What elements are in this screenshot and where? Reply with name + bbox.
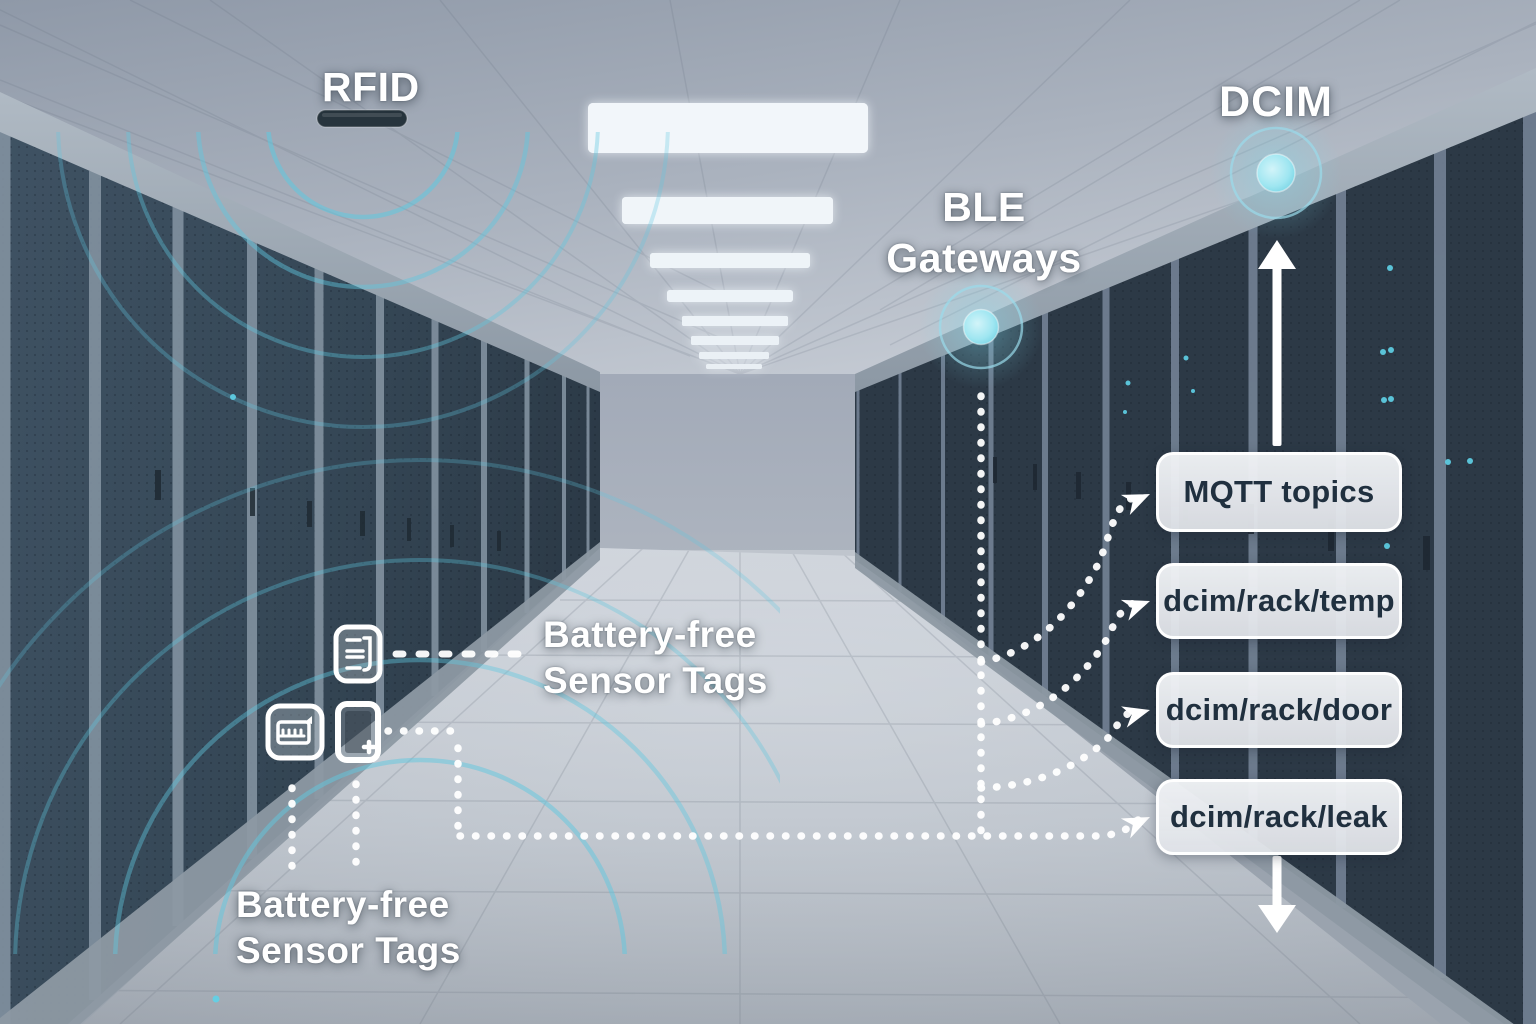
curve-to-topic-temp <box>977 599 1138 728</box>
left-row-top-rail <box>0 92 600 392</box>
topic-box-temp: dcim/rack/temp <box>1156 563 1402 639</box>
arrowhead-temp <box>1120 590 1154 621</box>
rack-led-dots <box>212 265 1473 1003</box>
topic-box-door: dcim/rack/door <box>1156 672 1402 748</box>
curve-to-topic-door <box>977 707 1138 792</box>
sensor-tags-label-bottom: Battery-free Sensor Tags <box>236 884 461 971</box>
sensor-tags-label-mid: Battery-free Sensor Tags <box>543 614 768 701</box>
topic-box-leak: dcim/rack/leak <box>1156 779 1402 855</box>
dcim-dot-icon <box>1210 107 1342 239</box>
ble-gateway-dot-icon <box>919 265 1043 389</box>
mqtt-topics-header-box: MQTT topics <box>1156 452 1402 532</box>
curve-to-mqtt-topics <box>977 494 1137 666</box>
rfid-label: RFID <box>322 64 420 110</box>
far-wall <box>596 374 858 560</box>
ceiling-lights <box>588 103 868 369</box>
dotted-line-tags-to-leak <box>456 816 1142 840</box>
rfid-waves-lower <box>0 458 780 954</box>
dcim-label: DCIM <box>1219 78 1333 126</box>
arrowhead-leak <box>1120 807 1155 839</box>
sensor-tag-label-icon <box>333 624 383 689</box>
floor-tile-lines <box>0 548 1536 1024</box>
ceiling-tile-lines <box>0 0 1536 375</box>
arrow-up-to-dcim-icon <box>1258 240 1296 446</box>
ble-gateways-label: BLE Gateways <box>886 184 1082 281</box>
arrow-down-from-leak-icon <box>1258 856 1296 933</box>
left-row-door-handles <box>155 470 501 551</box>
arrowhead-mqtt <box>1120 483 1155 516</box>
rfid-waves-upper <box>56 132 670 429</box>
sensor-tag-chip-icon <box>265 703 325 766</box>
left-row-plinth <box>0 542 600 1024</box>
sensor-tag-card-plus-icon <box>334 700 382 769</box>
rfid-reader-bar-icon <box>316 109 408 128</box>
